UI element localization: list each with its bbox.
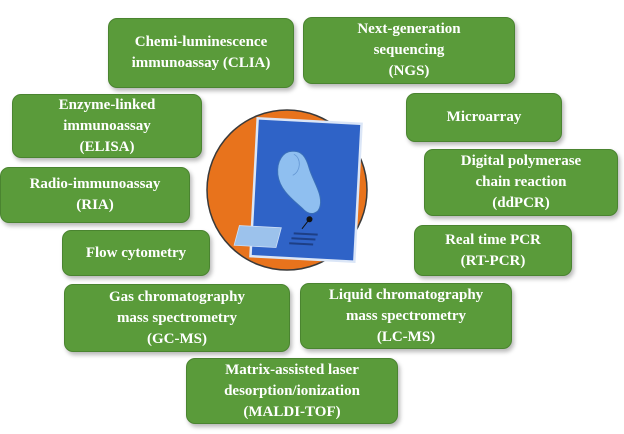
box-line: Matrix-assisted laser [225, 361, 359, 378]
method-box-elisa: Enzyme-linked immunoassay (ELISA) [12, 94, 202, 158]
box-line: Chemi-luminescence [134, 34, 268, 50]
foot-print-test-card-icon [233, 117, 363, 263]
method-box-ddpcr: Digital polymerase chain reaction (ddPCR… [424, 149, 618, 216]
box-line: desorption/ionization [224, 382, 360, 399]
box-line: (LC-MS) [376, 328, 436, 345]
box-line: Liquid chromatography [328, 286, 484, 303]
method-box-maldi-tof: Matrix-assisted laser desorption/ionizat… [186, 358, 398, 424]
box-line: Enzyme-linked [58, 96, 156, 113]
box-line: (NGS) [388, 63, 430, 79]
box-line: (GC-MS) [147, 330, 207, 347]
box-line: (MALDI-TOF) [243, 403, 341, 420]
method-box-microarray: Microarray [406, 93, 562, 142]
method-box-clia: Chemi-luminescence immunoassay (CLIA) [108, 18, 294, 88]
box-line: Digital polymerase [460, 153, 582, 169]
box-line: (RIA) [76, 197, 114, 213]
box-line: (RT-PCR) [460, 252, 526, 269]
box-line: (ddPCR) [492, 195, 550, 211]
box-line: mass spectrometry [345, 307, 467, 324]
method-box-flow-cytometry: Flow cytometry [62, 230, 210, 276]
box-line: Real time PCR [445, 231, 541, 248]
box-line: (ELISA) [79, 138, 135, 155]
method-box-ngs: Next-generation sequencing (NGS) [303, 17, 515, 84]
box-line: immunoassay (CLIA) [131, 55, 271, 71]
method-box-ria: Radio-immunoassay (RIA) [0, 167, 190, 223]
box-line: Microarray [446, 109, 522, 125]
method-box-lcms: Liquid chromatography mass spectrometry … [300, 283, 512, 349]
box-line: Radio-immunoassay [29, 176, 161, 192]
method-box-rtpcr: Real time PCR (RT-PCR) [414, 225, 572, 276]
box-line: chain reaction [475, 174, 567, 190]
box-line: immunoassay [63, 117, 151, 134]
box-line: sequencing [373, 42, 445, 58]
box-line: Flow cytometry [85, 244, 187, 261]
box-line: Next-generation [357, 21, 461, 37]
box-line: mass spectrometry [116, 309, 238, 326]
method-box-gcms: Gas chromatography mass spectrometry (GC… [64, 284, 290, 352]
box-line: Gas chromatography [109, 288, 245, 305]
